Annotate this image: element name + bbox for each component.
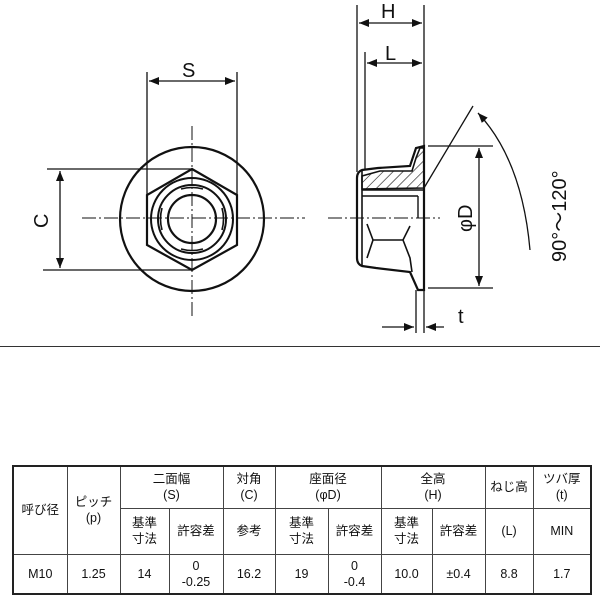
- phi-d-label: φD: [455, 205, 477, 232]
- cell-s-tol: 0-0.25: [168, 553, 224, 595]
- sub-t-min: MIN: [532, 507, 592, 555]
- side-view: [328, 5, 531, 333]
- c-label: C: [31, 214, 53, 228]
- lock-slots: [159, 186, 225, 252]
- header-l: ねじ高: [484, 465, 534, 509]
- cell-pitch: 1.25: [66, 553, 121, 595]
- h-label: H: [381, 1, 395, 23]
- front-view: [43, 72, 305, 316]
- cell-s-std: 14: [119, 553, 170, 595]
- bore-circle: [166, 193, 218, 245]
- cell-c-ref: 16.2: [222, 553, 276, 595]
- cell-h-std: 10.0: [380, 553, 433, 595]
- l-label: L: [385, 43, 396, 65]
- cell-l: 8.8: [484, 553, 534, 595]
- chamfer-circle: [150, 177, 234, 261]
- header-d: 座面径(φD): [274, 465, 382, 509]
- sub-h-std: 基準寸法: [380, 507, 433, 555]
- header-s: 二面幅(S): [119, 465, 224, 509]
- header-t: ツバ厚(t): [532, 465, 592, 509]
- flange-circle: [118, 145, 266, 293]
- table-row: M10 1.25 14 0-0.25 16.2 19 0-0.4 10.0 ±0…: [12, 553, 592, 595]
- sub-d-tol: 許容差: [327, 507, 382, 555]
- sub-s-tol: 許容差: [168, 507, 224, 555]
- t-label: t: [458, 306, 464, 328]
- spec-table: 呼び径 ピッチ(p) 二面幅(S) 対角(C) 座面径(φD) 全高(H) ねじ…: [12, 465, 593, 595]
- header-pitch: ピッチ(p): [66, 465, 121, 555]
- sub-c-ref: 参考: [222, 507, 276, 555]
- s-label: S: [182, 60, 195, 82]
- sub-l: (L): [484, 507, 534, 555]
- lock-ring-circle: [157, 184, 227, 254]
- sub-h-tol: 許容差: [431, 507, 486, 555]
- header-c: 対角(C): [222, 465, 276, 509]
- divider: [0, 346, 600, 347]
- cell-d-std: 19: [274, 553, 329, 595]
- cell-t-min: 1.7: [532, 553, 592, 595]
- header-h: 全高(H): [380, 465, 486, 509]
- cell-d-tol: 0-0.4: [327, 553, 382, 595]
- cell-nominal: M10: [12, 553, 68, 595]
- angle-label: 90°〜120°: [549, 170, 571, 262]
- header-nominal: 呼び径: [12, 465, 68, 555]
- cell-h-tol: ±0.4: [431, 553, 486, 595]
- sub-d-std: 基準寸法: [274, 507, 329, 555]
- sub-s-std: 基準寸法: [119, 507, 170, 555]
- flange-nut-drawing: S C H L φD t 90°〜120°: [31, 1, 571, 333]
